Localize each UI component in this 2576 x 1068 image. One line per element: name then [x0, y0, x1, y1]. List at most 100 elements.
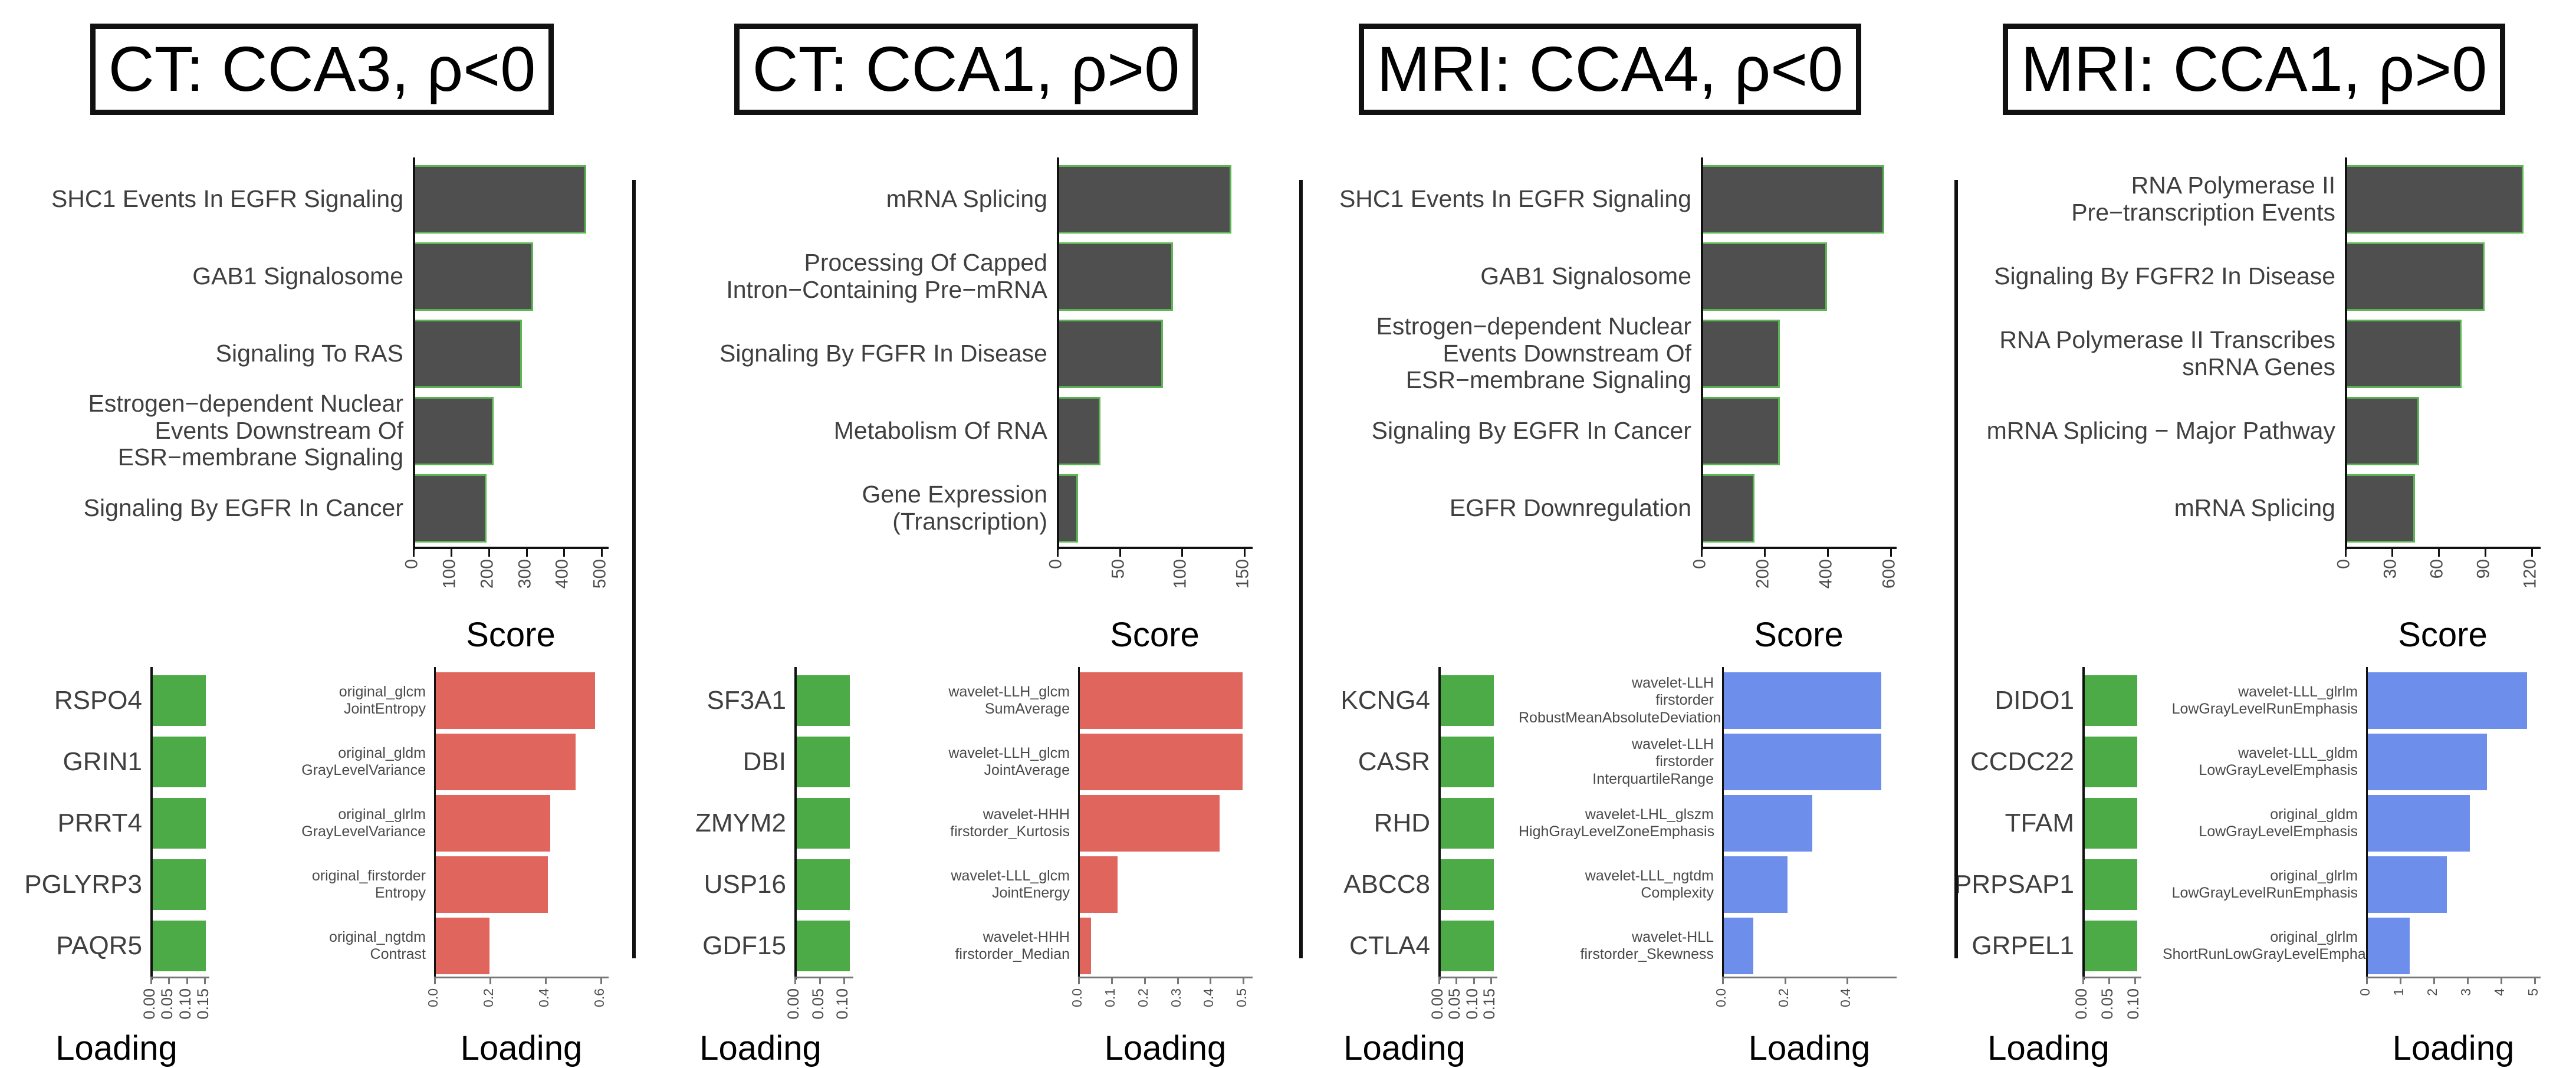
axis-tick-text: 0.4: [1838, 988, 1854, 1007]
y-axis-line: [1701, 157, 1703, 550]
y-axis-line: [413, 157, 415, 550]
axis-tick: [2366, 978, 2368, 984]
axis-tick-text: 90: [2473, 559, 2493, 579]
panel-title: CT: CCA1, ρ>0: [734, 24, 1198, 115]
y-axis-line: [1057, 157, 1059, 550]
chart-row: original_glrlm GrayLevelVariance: [231, 793, 609, 854]
axis-tick-text: 0.4: [536, 988, 552, 1007]
bar-track: [1078, 795, 1253, 852]
feature-bar: [2366, 918, 2410, 974]
pathway-label: Gene Expression (Transcription): [862, 480, 1047, 535]
bar-track: [794, 859, 853, 910]
axis-tick-label: 600: [1880, 559, 1900, 591]
axis-title: Loading: [699, 1029, 822, 1067]
chart-row: PAQR5: [18, 915, 215, 977]
bar-track: [413, 242, 609, 311]
pathway-label: EGFR Downregulation: [1449, 494, 1691, 521]
bar-track: [794, 675, 853, 726]
gene-label: ABCC8: [1343, 870, 1430, 899]
bar-track: [413, 396, 609, 465]
panel-title: CT: CCA3, ρ<0: [90, 24, 554, 115]
axis-tick-label: 0.05: [158, 988, 176, 1023]
bar-track: [1078, 918, 1253, 974]
pathway-bar: [1057, 396, 1100, 465]
pathway-bar: [413, 396, 494, 465]
bar-track: [1057, 242, 1253, 311]
axis-tick-label: 0.05: [809, 988, 827, 1023]
feature-bar: [434, 672, 595, 729]
axis-tick: [1244, 549, 1246, 557]
chart-row: EGFR Downregulation: [1323, 469, 1897, 547]
axis-tick-text: 0.00: [784, 988, 802, 1020]
chart-row: wavelet-HHH firstorder_Median: [875, 915, 1253, 977]
axis-title: Loading: [1748, 1029, 1871, 1067]
axis-tick: [1210, 978, 1212, 984]
pathway-bar: [1057, 165, 1232, 234]
axis-tick-label: 0.4: [536, 988, 552, 1010]
gene-label: USP16: [704, 870, 786, 899]
radiomic-feature-loading-chart: wavelet-LLH firstorder RobustMeanAbsolut…: [1519, 667, 1897, 1068]
bar-track: [2082, 921, 2141, 971]
axis-tick-label: 0.15: [194, 988, 212, 1023]
chart-row: wavelet-HHH firstorder_Kurtosis: [875, 793, 1253, 854]
pathway-bar: [1057, 474, 1078, 543]
pathway-bar: [413, 474, 487, 543]
axis-tick-label: 0: [1690, 559, 1710, 572]
feature-bar: [434, 795, 551, 852]
gene-bar: [2082, 798, 2137, 849]
axis-tick-text: 50: [1108, 559, 1128, 579]
chart-row: Estrogen−dependent Nuclear Events Downst…: [1323, 313, 1897, 393]
bar-track: [794, 921, 853, 971]
axis-tick-text: 0.00: [1428, 988, 1446, 1020]
axis-tick-text: 0: [1690, 559, 1710, 569]
bar-track: [1722, 795, 1897, 852]
axis-tick: [525, 549, 528, 557]
feature-label: wavelet-LLL_glcm JointEnergy: [951, 867, 1070, 902]
gene-bar: [150, 798, 206, 849]
bar-track: [150, 921, 209, 971]
axis-tick-text: 0: [402, 559, 422, 569]
axis-tick: [1177, 978, 1179, 984]
axis-tick-label: 50: [1108, 559, 1128, 581]
bar-track: [434, 795, 609, 852]
axis-tick-label: 3: [2458, 988, 2474, 999]
bar-track: [2345, 242, 2541, 311]
pathway-label: Estrogen−dependent Nuclear Events Downst…: [88, 389, 403, 471]
bar-track: [1722, 734, 1897, 790]
axis-tick-text: 0.05: [1445, 988, 1464, 1020]
gene-label: CCDC22: [1970, 747, 2074, 776]
feature-bar: [1078, 672, 1243, 729]
panel-divider-3: [1954, 180, 1958, 958]
axis-tick: [488, 549, 490, 557]
axis-tick: [1701, 549, 1703, 557]
axis-tick-text: 300: [514, 559, 534, 589]
axis-tick-label: 1: [2391, 988, 2407, 999]
axis-tick-text: 4: [2491, 988, 2507, 996]
axis-title: Score: [1754, 616, 1844, 654]
pathway-bar: [1701, 396, 1780, 465]
axis-tick-label: 0.00: [140, 988, 159, 1023]
bar-track: [1438, 859, 1497, 910]
axis-tick-label: 120: [2520, 559, 2540, 591]
axis-tick: [2500, 978, 2502, 984]
gene-bar: [1438, 798, 1494, 849]
chart-row: wavelet-LLL_glcm JointEnergy: [875, 854, 1253, 915]
pathway-bar: [2345, 396, 2420, 465]
feature-label: wavelet-HLL firstorder_Skewness: [1580, 928, 1714, 963]
axis-tick-label: 100: [1171, 559, 1191, 591]
chart-row: Signaling By EGFR In Cancer: [1323, 392, 1897, 469]
bar-track: [2082, 859, 2141, 910]
axis-tick-text: 0.05: [2098, 988, 2117, 1020]
gene-bar: [1438, 921, 1494, 971]
